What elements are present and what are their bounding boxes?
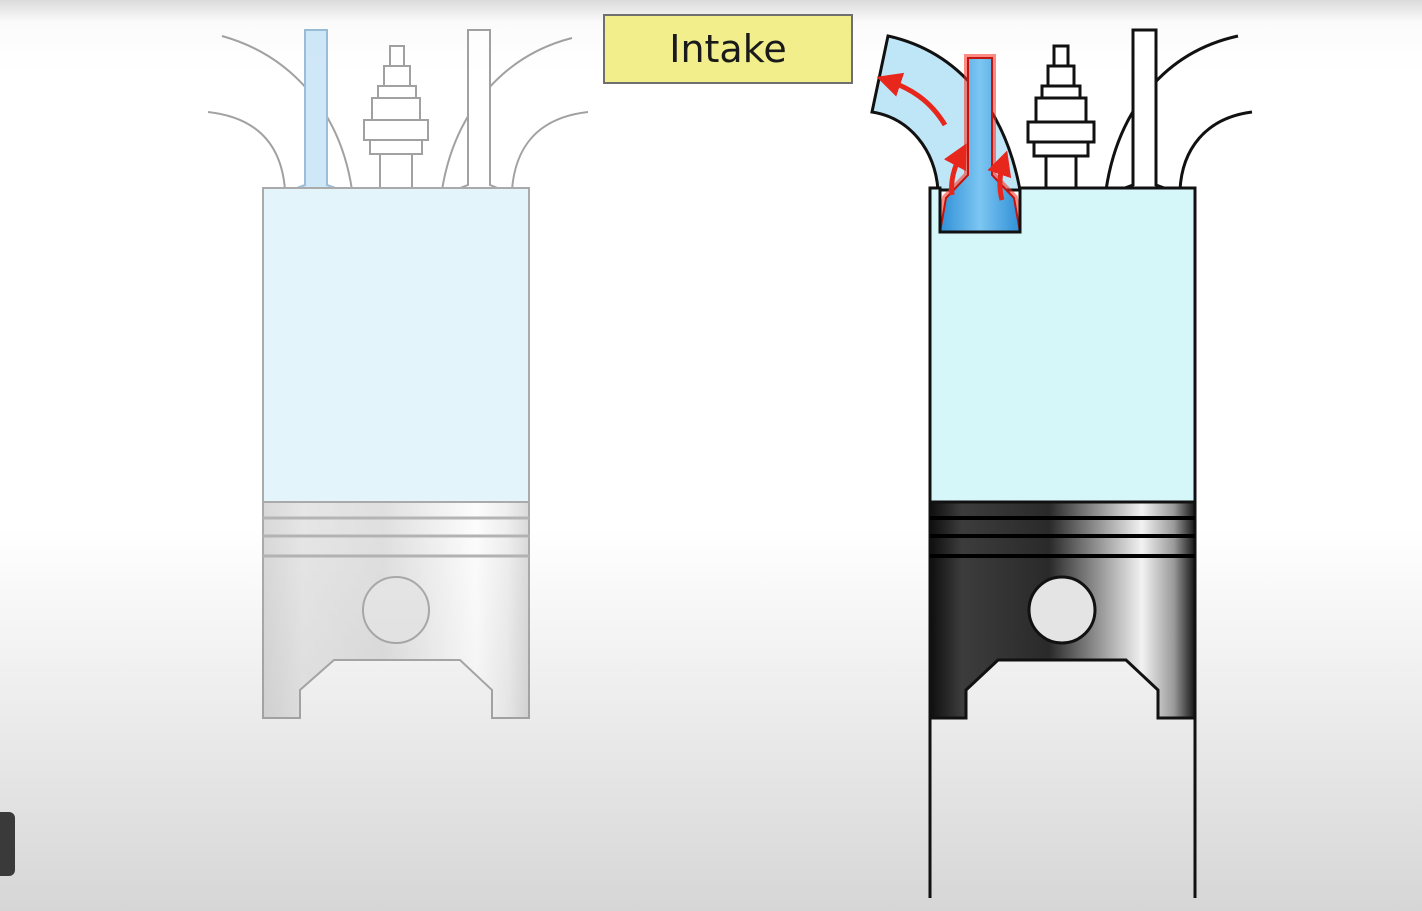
left-intake-port [207,35,357,206]
left-piston-pin [362,576,430,644]
left-cylinder [207,29,589,719]
left-combustion-chamber [262,187,530,503]
right-exhaust-port [1102,34,1253,207]
top-edge-shadow [0,0,1422,22]
right-intake-port [870,34,1022,192]
stage-label: Intake [603,14,853,84]
left-exhaust-port [438,37,589,206]
side-panel-handle[interactable] [0,812,15,876]
right-combustion-chamber [928,186,1197,504]
right-piston-pin [1027,575,1097,645]
right-cylinder [870,28,1253,898]
air-flow-arrows [876,72,1012,201]
stage-label-text: Intake [669,27,787,71]
